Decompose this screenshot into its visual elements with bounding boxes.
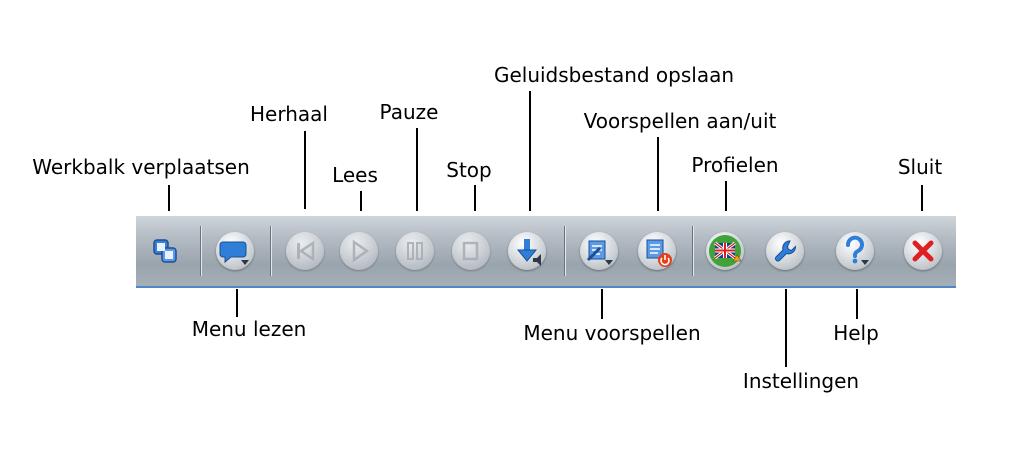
uk-flag-profile-icon (709, 235, 742, 267)
stop-icon (462, 241, 479, 261)
herhaal-button[interactable] (286, 232, 324, 270)
label-geluidsbestand-opslaan: Geluidsbestand opslaan (493, 63, 735, 87)
leader-pauze (416, 128, 418, 211)
menu-voorspellen-button[interactable] (580, 232, 618, 270)
profielen-button[interactable] (706, 232, 744, 270)
toolbar (136, 216, 956, 288)
pauze-button[interactable] (396, 232, 434, 270)
label-stop: Stop (446, 158, 492, 182)
leader-herhaal (304, 131, 306, 209)
sluit-button[interactable] (904, 232, 942, 270)
geluidsbestand-opslaan-button[interactable] (508, 232, 546, 270)
close-icon (912, 240, 934, 262)
label-profielen: Profielen (691, 153, 779, 177)
label-voorspellen-aan-uit: Voorspellen aan/uit (583, 109, 777, 133)
lees-button[interactable] (340, 232, 378, 270)
leader-stop (474, 185, 476, 211)
speech-bubble-dropdown-icon (219, 241, 249, 265)
separator (692, 226, 693, 276)
leader-instellingen (785, 289, 787, 367)
move-toolbar-icon (153, 239, 177, 263)
instellingen-button[interactable] (766, 232, 804, 270)
question-dropdown-icon (846, 235, 869, 265)
play-icon (352, 239, 370, 263)
voorspellen-aan-uit-button[interactable] (638, 232, 676, 270)
leader-voorspellen-aan-uit (657, 137, 659, 211)
label-herhaal: Herhaal (250, 102, 328, 126)
leader-help (856, 289, 858, 319)
label-pauze: Pauze (379, 100, 439, 124)
leader-profielen (725, 181, 727, 211)
label-help: Help (833, 321, 879, 345)
label-menu-lezen: Menu lezen (191, 317, 307, 341)
leader-lees (360, 191, 362, 211)
label-instellingen: Instellingen (742, 369, 860, 393)
predict-toggle-icon (646, 239, 672, 267)
leader-werkbalk-verplaatsen (168, 185, 170, 211)
leader-menu-lezen (236, 289, 238, 317)
move-toolbar-handle[interactable] (150, 236, 180, 266)
help-button[interactable] (836, 232, 874, 270)
leader-sluit (921, 185, 923, 211)
predict-menu-dropdown-icon (586, 240, 613, 265)
pause-icon (407, 242, 423, 260)
wrench-icon (775, 240, 797, 262)
label-lees: Lees (332, 163, 378, 187)
leader-geluidsbestand-opslaan (529, 91, 531, 211)
skip-back-icon (297, 240, 315, 262)
leader-menu-voorspellen (601, 289, 603, 319)
separator (270, 226, 271, 276)
label-sluit: Sluit (897, 155, 943, 179)
menu-lezen-button[interactable] (216, 232, 254, 270)
separator (200, 226, 201, 276)
separator (564, 226, 565, 276)
download-audio-icon (516, 239, 541, 266)
label-werkbalk-verplaatsen: Werkbalk verplaatsen (32, 155, 250, 179)
stop-button[interactable] (452, 232, 490, 270)
label-menu-voorspellen: Menu voorspellen (523, 321, 701, 345)
